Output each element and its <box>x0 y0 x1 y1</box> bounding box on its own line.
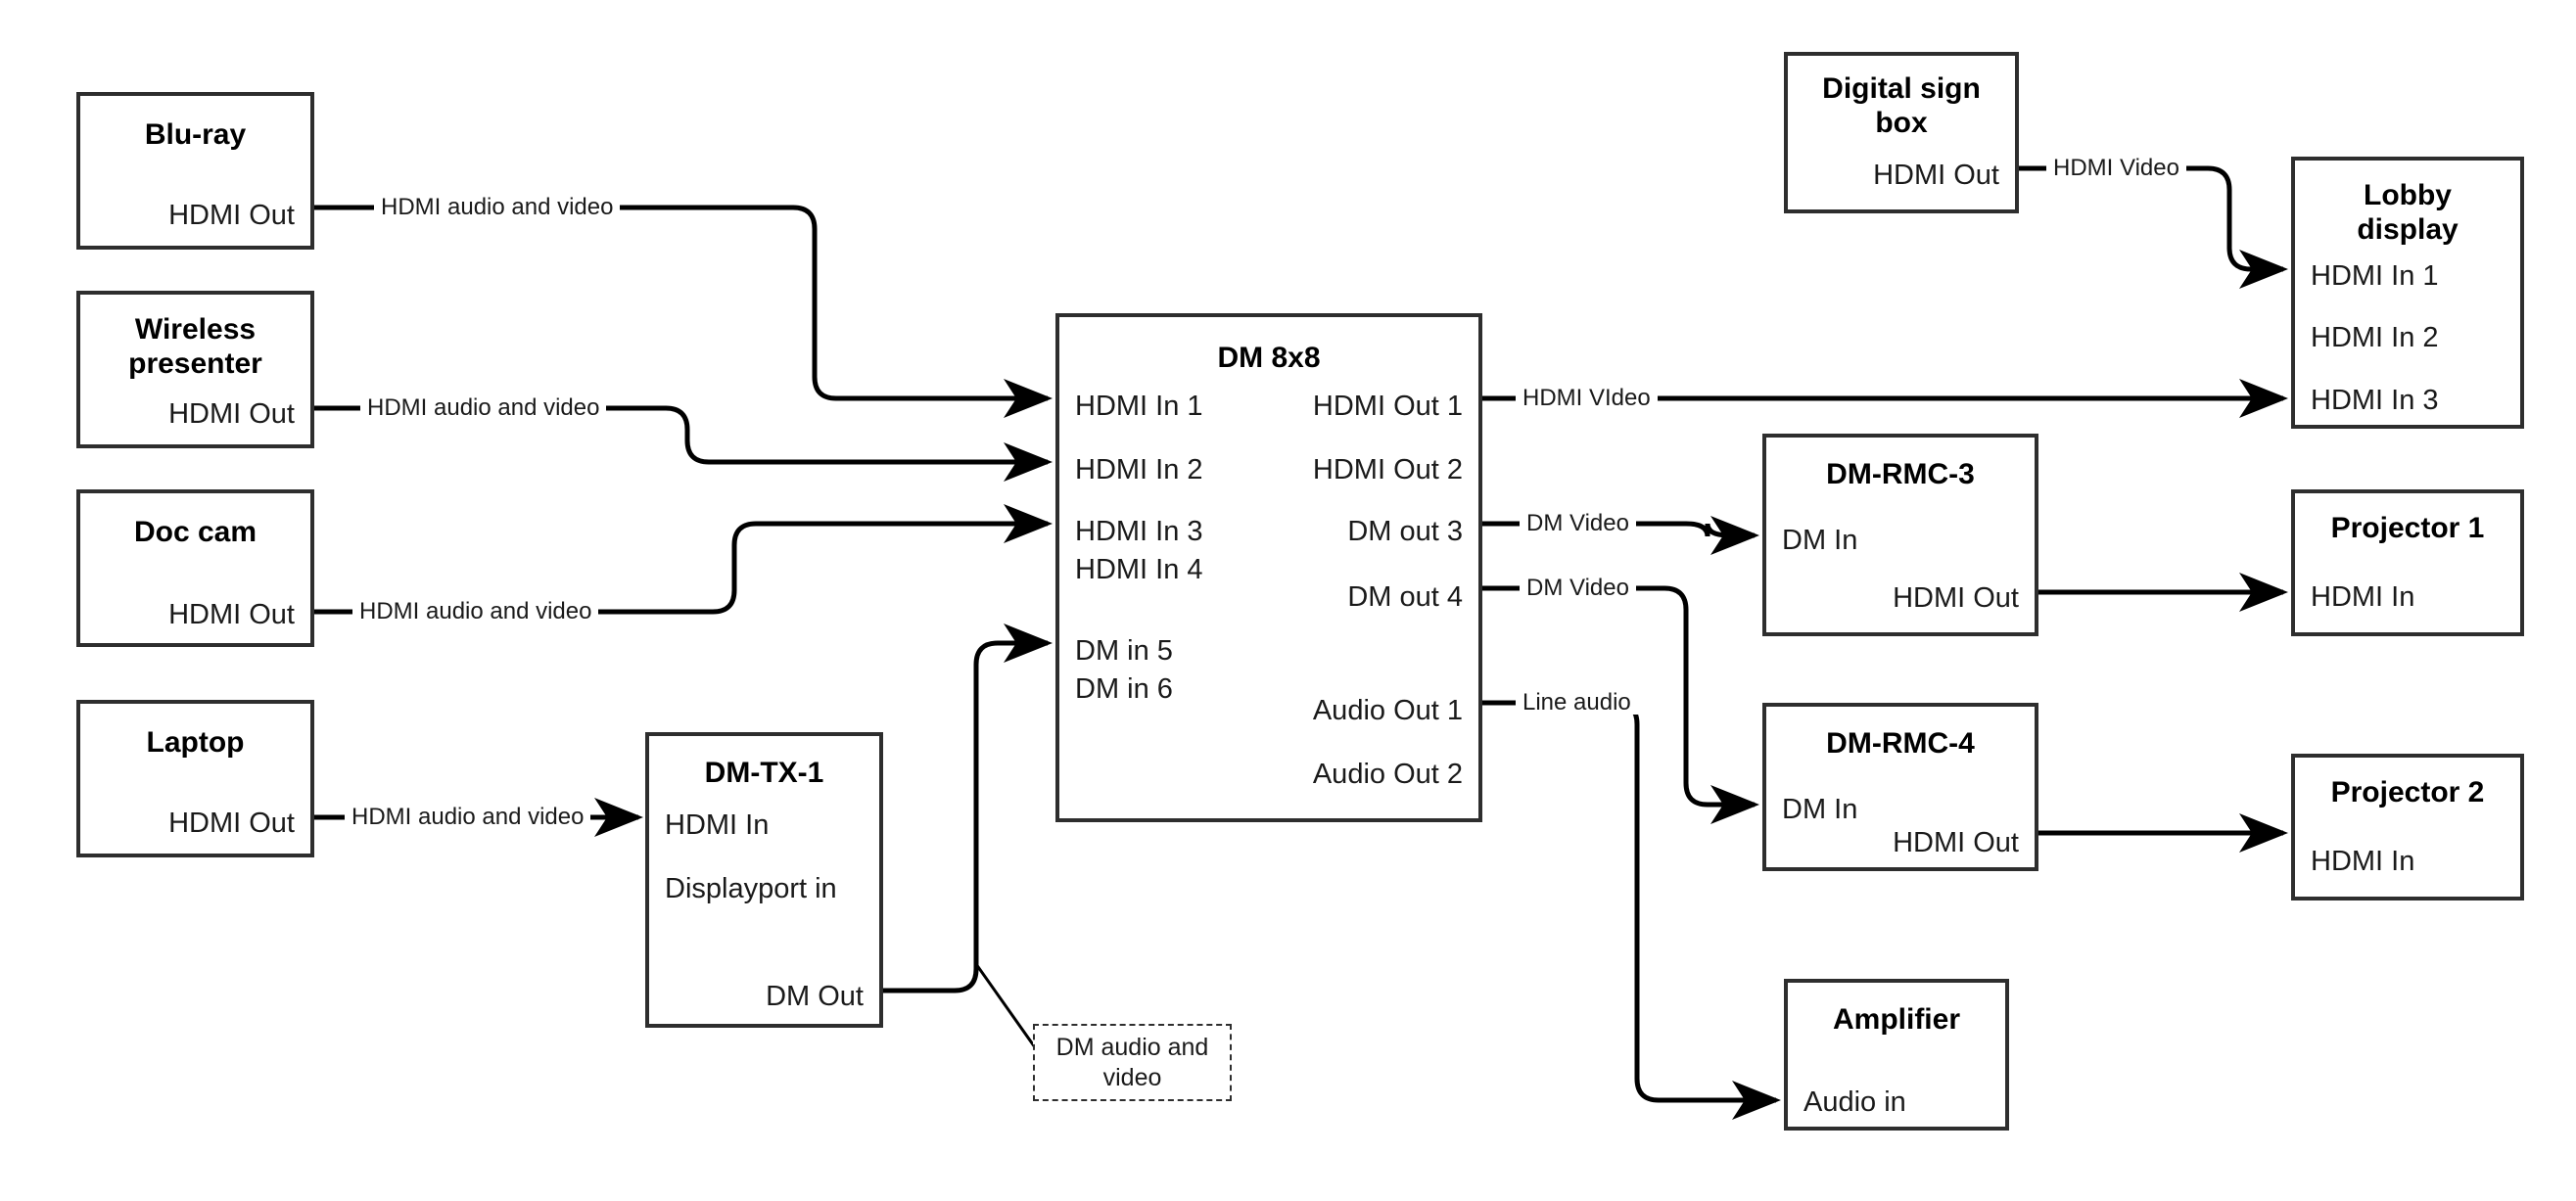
node-dm-8x8[interactable]: DM 8x8 HDMI In 1 HDMI In 2 HDMI In 3 HDM… <box>1055 313 1482 822</box>
wire-label-wireless-to-dm8x8: HDMI audio and video <box>360 396 607 420</box>
node-dm-rmc-4[interactable]: DM-RMC-4 DM In HDMI Out <box>1762 703 2038 871</box>
node-amplifier[interactable]: Amplifier Audio in <box>1784 979 2009 1131</box>
dm-tx-1-port-hdmi-in[interactable]: HDMI In <box>665 809 770 841</box>
doc-cam-title: Doc cam <box>133 516 258 548</box>
wire-label-dm8x8-hdmiout1-to-lobby: HDMI VIdeo <box>1516 387 1658 410</box>
dm-tx-1-port-dm-out[interactable]: DM Out <box>766 981 864 1012</box>
wireless-presenter-title-line1: Wireless <box>134 313 257 346</box>
callout-leader-line <box>974 963 1037 1048</box>
dm-rmc-4-port-hdmi-out[interactable]: HDMI Out <box>1893 827 2019 858</box>
amplifier-port-audio-in[interactable]: Audio in <box>1803 1086 1906 1118</box>
lobby-display-title-line2: display <box>2357 213 2459 246</box>
node-lobby-display[interactable]: Lobby display HDMI In 1 HDMI In 2 HDMI I… <box>2291 157 2524 429</box>
lobby-display-title-line1: Lobby <box>2364 179 2452 211</box>
lobby-display-port-hdmi-in-3[interactable]: HDMI In 3 <box>2311 385 2439 416</box>
dm-rmc-4-title: DM-RMC-4 <box>1826 727 1975 760</box>
node-projector-1[interactable]: Projector 1 HDMI In <box>2291 489 2524 636</box>
wire-label-dm8x8-dmout4-to-rmc4: DM Video <box>1520 577 1636 600</box>
doc-cam-port-hdmi-out[interactable]: HDMI Out <box>168 599 295 630</box>
digital-sign-box-title-line2: box <box>1875 107 1928 139</box>
dm-tx-1-port-displayport-in[interactable]: Displayport in <box>665 873 837 904</box>
node-projector-2[interactable]: Projector 2 HDMI In <box>2291 754 2524 901</box>
laptop-port-hdmi-out[interactable]: HDMI Out <box>168 808 295 839</box>
wire-label-dm8x8-dmout3-to-rmc3: DM Video <box>1520 512 1636 535</box>
node-dm-tx-1[interactable]: DM-TX-1 HDMI In Displayport in DM Out <box>645 732 883 1028</box>
dm-8x8-port-hdmi-in-4[interactable]: HDMI In 4 <box>1075 554 1203 585</box>
dm-8x8-port-dm-out-4[interactable]: DM out 4 <box>1347 581 1463 613</box>
wire-label-laptop-to-dmtx1: HDMI audio and video <box>345 806 591 829</box>
dm-8x8-port-hdmi-out-1[interactable]: HDMI Out 1 <box>1312 391 1463 422</box>
callout-text: DM audio and video <box>1056 1033 1209 1092</box>
dm-8x8-port-hdmi-out-2[interactable]: HDMI Out 2 <box>1312 454 1463 485</box>
wire-label-dm8x8-audioout1-to-amp: Line audio <box>1516 691 1638 715</box>
dm-8x8-port-audio-out-2[interactable]: Audio Out 2 <box>1312 759 1463 790</box>
node-bluray[interactable]: Blu-ray HDMI Out <box>76 92 314 250</box>
dm-tx-1-title: DM-TX-1 <box>704 757 824 789</box>
projector-2-port-hdmi-in[interactable]: HDMI In <box>2311 846 2415 877</box>
bluray-title: Blu-ray <box>144 118 247 151</box>
wire-label-bluray-to-dm8x8: HDMI audio and video <box>374 196 621 219</box>
dm-8x8-port-audio-out-1[interactable]: Audio Out 1 <box>1312 695 1463 726</box>
node-digital-sign-box[interactable]: Digital sign box HDMI Out <box>1784 52 2019 213</box>
dm-8x8-port-dm-out-3[interactable]: DM out 3 <box>1347 516 1463 547</box>
projector-1-port-hdmi-in[interactable]: HDMI In <box>2311 581 2415 613</box>
node-wireless-presenter[interactable]: Wireless presenter HDMI Out <box>76 291 314 448</box>
dm-8x8-port-dm-in-5[interactable]: DM in 5 <box>1075 635 1173 667</box>
node-laptop[interactable]: Laptop HDMI Out <box>76 700 314 857</box>
projector-2-title: Projector 2 <box>2330 776 2485 808</box>
wire-bluray-to-dm8x8 <box>314 205 1053 418</box>
bluray-port-hdmi-out[interactable]: HDMI Out <box>168 200 295 231</box>
node-doc-cam[interactable]: Doc cam HDMI Out <box>76 489 314 647</box>
dm-8x8-port-hdmi-in-1[interactable]: HDMI In 1 <box>1075 391 1203 422</box>
dm-rmc-4-port-dm-in[interactable]: DM In <box>1782 794 1858 825</box>
wireless-presenter-title-line2: presenter <box>128 347 262 380</box>
digital-sign-box-title-line1: Digital sign <box>1822 72 1981 105</box>
dm-8x8-port-dm-in-6[interactable]: DM in 6 <box>1075 673 1173 705</box>
dm-8x8-title: DM 8x8 <box>1217 342 1321 374</box>
dm-rmc-3-title: DM-RMC-3 <box>1826 458 1975 490</box>
dm-rmc-3-port-hdmi-out[interactable]: HDMI Out <box>1893 582 2019 614</box>
digital-sign-box-port-hdmi-out[interactable]: HDMI Out <box>1873 160 1999 191</box>
wireless-presenter-port-hdmi-out[interactable]: HDMI Out <box>168 398 295 430</box>
dm-8x8-port-hdmi-in-2[interactable]: HDMI In 2 <box>1075 454 1203 485</box>
wire-label-sign-to-lobby: HDMI Video <box>2046 157 2186 180</box>
callout-text-line2: video <box>1102 1063 1162 1091</box>
amplifier-title: Amplifier <box>1832 1003 1961 1036</box>
callout-text-line1: DM audio and <box>1055 1034 1209 1061</box>
wire-dm8x8-audioout1-to-amp <box>1482 700 1781 1120</box>
projector-1-title: Projector 1 <box>2330 512 2485 544</box>
wire-sign-to-lobby <box>2019 165 2288 289</box>
lobby-display-port-hdmi-in-1[interactable]: HDMI In 1 <box>2311 260 2439 292</box>
wire-dmtx1-to-dm8x8 <box>883 624 1053 993</box>
dm-rmc-3-port-dm-in[interactable]: DM In <box>1782 525 1858 556</box>
callout-dm-audio-and-video: DM audio and video <box>1033 1024 1232 1101</box>
dm-8x8-port-hdmi-in-3[interactable]: HDMI In 3 <box>1075 516 1203 547</box>
node-dm-rmc-3[interactable]: DM-RMC-3 DM In HDMI Out <box>1762 434 2038 636</box>
wire-label-doccam-to-dm8x8: HDMI audio and video <box>352 600 599 624</box>
laptop-title: Laptop <box>146 726 245 759</box>
lobby-display-port-hdmi-in-2[interactable]: HDMI In 2 <box>2311 322 2439 353</box>
